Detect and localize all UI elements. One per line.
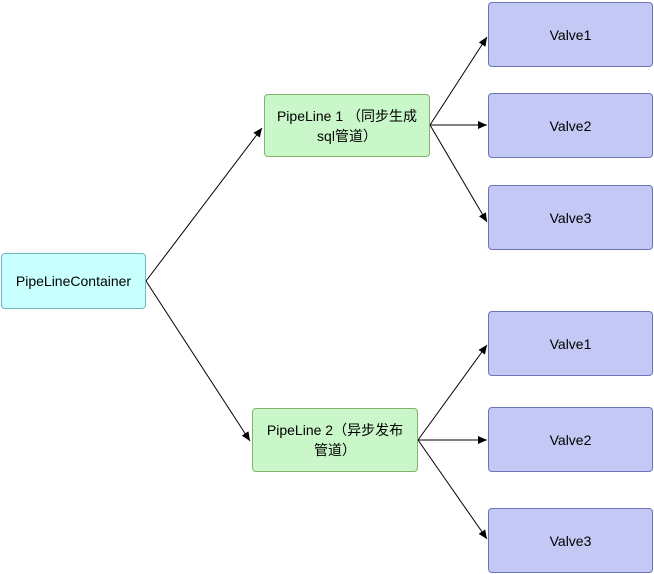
edge-pipeline2-valve3: [417, 439, 488, 540]
edge-pipeline1-valve3: [429, 124, 488, 223]
edge-pipeline2-valve1: [417, 344, 488, 441]
valve-1a-node: Valve1: [488, 2, 653, 67]
pipeline-container-node: PipeLineContainer: [1, 253, 146, 309]
valve-2a-label: Valve2: [549, 117, 592, 134]
edge-container-pipeline2: [145, 280, 251, 442]
valve-2b-label: Valve2: [549, 431, 592, 448]
valve-2a-node: Valve2: [488, 93, 653, 158]
valve-1b-label: Valve1: [549, 335, 592, 352]
pipeline-2-node: PipeLine 2（异步发布管道）: [252, 408, 418, 472]
valve-3b-node: Valve3: [488, 508, 653, 573]
pipeline-2-label: PipeLine 2（异步发布管道）: [266, 422, 404, 458]
valve-3a-node: Valve3: [488, 185, 653, 250]
valve-1b-node: Valve1: [488, 311, 653, 376]
pipeline-1-node: PipeLine 1 （同步生成sql管道）: [264, 94, 430, 157]
valve-1a-label: Valve1: [549, 26, 592, 43]
edge-container-pipeline1: [145, 127, 263, 282]
pipeline-1-label: PipeLine 1 （同步生成sql管道）: [276, 107, 418, 144]
valve-3b-label: Valve3: [549, 532, 592, 549]
valve-3a-label: Valve3: [549, 209, 592, 226]
valve-2b-node: Valve2: [488, 407, 653, 472]
edge-pipeline1-valve1: [429, 36, 488, 126]
pipeline-container-label: PipeLineContainer: [15, 273, 132, 289]
